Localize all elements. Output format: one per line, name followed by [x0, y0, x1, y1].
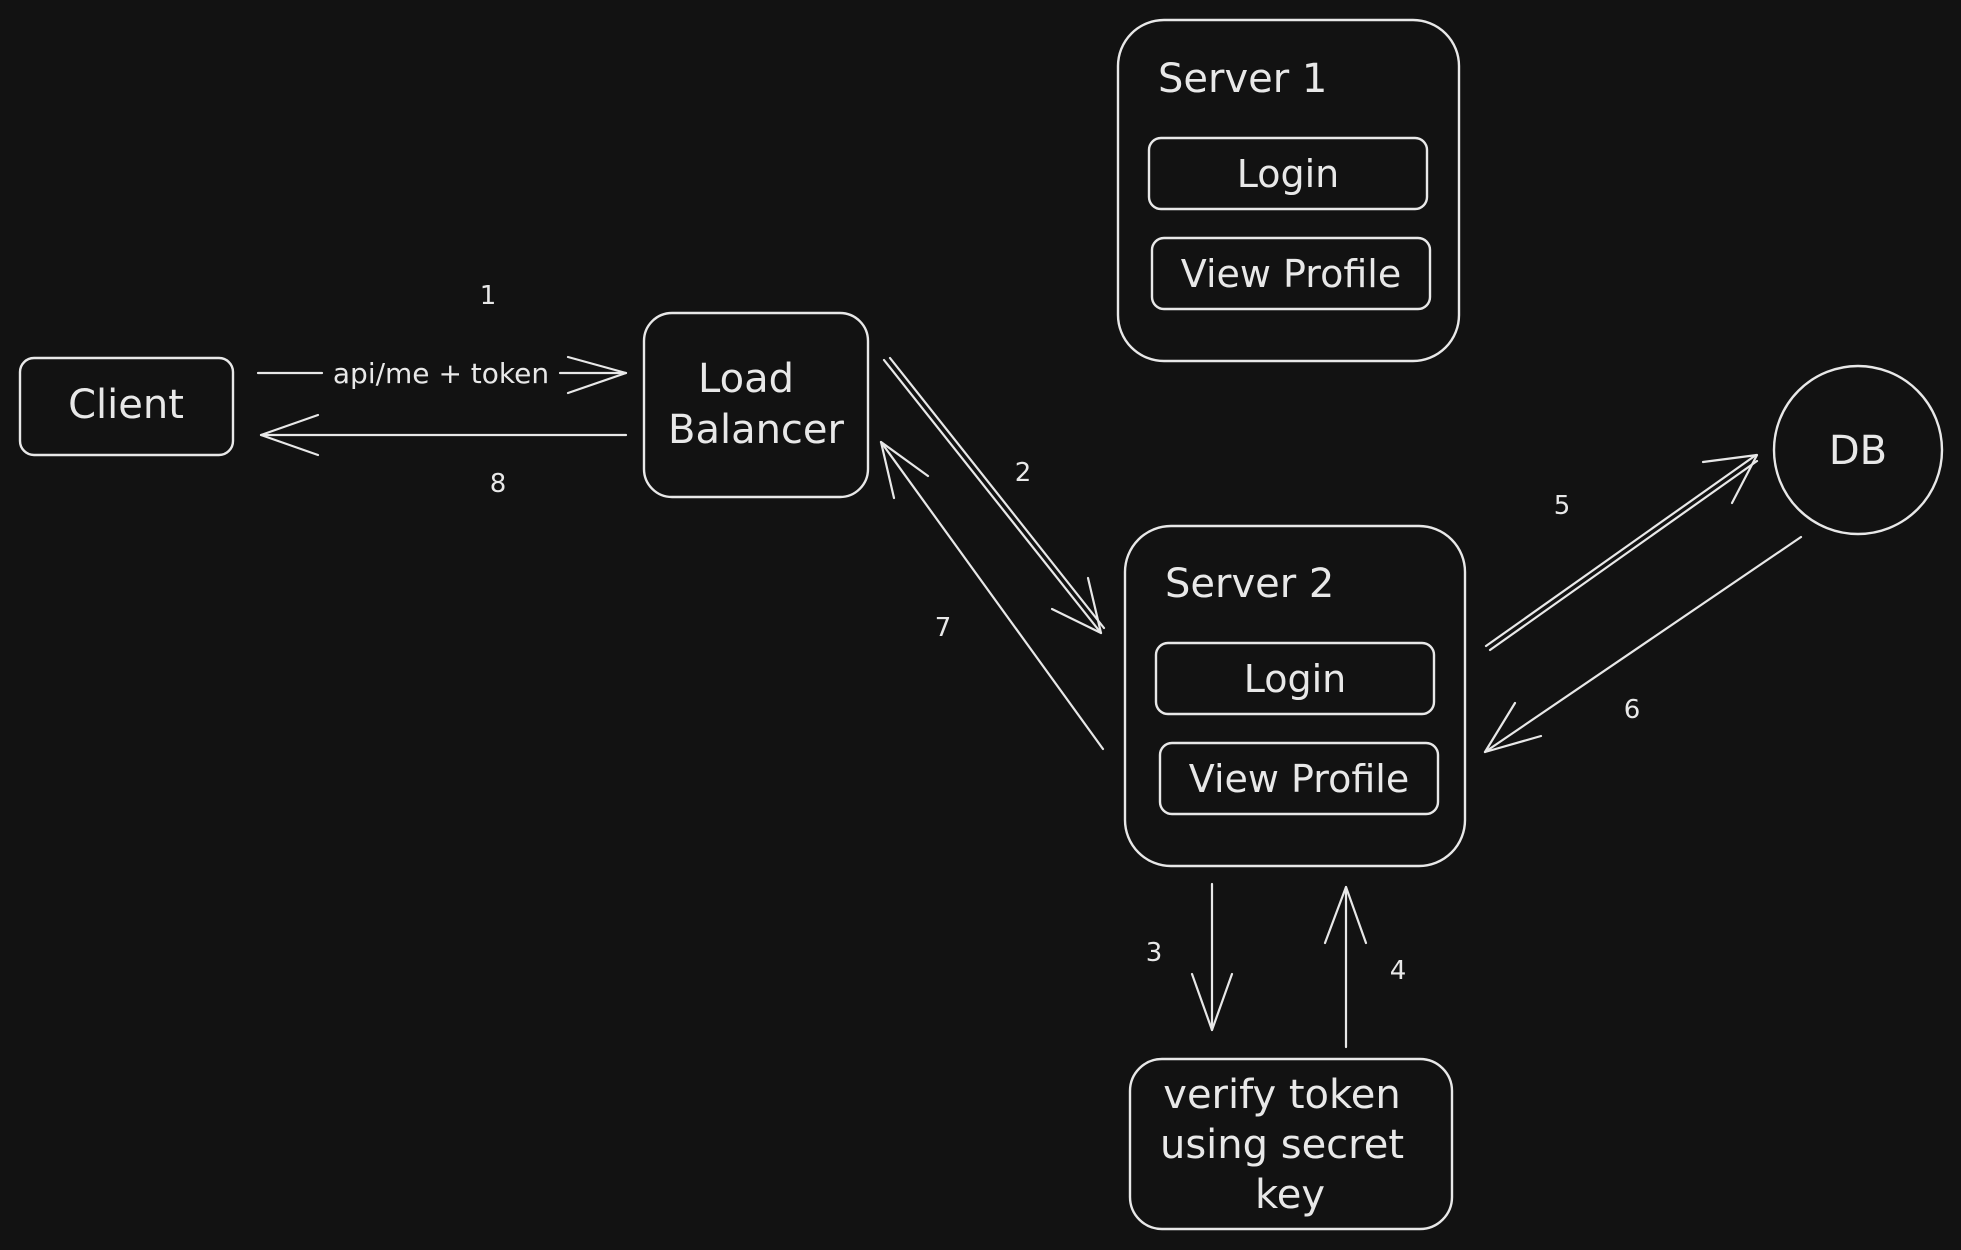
edge-5-server2-to-db: 5 — [1484, 453, 1759, 652]
server2-login-route[interactable]: Login — [1154, 641, 1436, 716]
db-label: DB — [1829, 428, 1887, 474]
edge-1-label: api/me + token — [333, 357, 549, 390]
server1-title: Server 1 — [1158, 56, 1327, 102]
load-balancer-label-line2: Balancer — [668, 407, 845, 453]
server1-login-label: Login — [1237, 152, 1340, 196]
edge-4-verify-to-server2: 4 — [1323, 885, 1407, 1049]
edge-3-step: 3 — [1146, 938, 1163, 968]
edge-3-server2-to-verify: 3 — [1146, 882, 1234, 1032]
verify-token-node[interactable]: verify token using secret key — [1128, 1057, 1454, 1231]
edge-2-step: 2 — [1015, 458, 1032, 488]
verify-label-line3: key — [1255, 1172, 1325, 1218]
server1-view-profile-route[interactable]: View Profile — [1150, 236, 1432, 311]
load-balancer-label-line1: Load — [698, 356, 794, 402]
load-balancer-node[interactable]: Load Balancer — [642, 311, 870, 499]
server1-view-profile-label: View Profile — [1181, 252, 1401, 296]
edge-4-step: 4 — [1390, 956, 1407, 986]
edge-8-step: 8 — [490, 469, 507, 499]
client-label: Client — [68, 382, 184, 428]
edge-7-server2-to-lb: 7 — [879, 440, 1105, 751]
verify-label-line1: verify token — [1163, 1072, 1400, 1118]
verify-label-line2: using secret — [1160, 1122, 1404, 1168]
server2-view-profile-label: View Profile — [1189, 757, 1409, 801]
edge-6-db-to-server2: 6 — [1483, 535, 1803, 754]
server2-view-profile-route[interactable]: View Profile — [1158, 741, 1440, 816]
edge-2-lb-to-server2: 2 — [882, 356, 1106, 635]
server1-node[interactable]: Server 1 Login View Profile — [1116, 18, 1461, 363]
edge-6-step: 6 — [1624, 695, 1641, 725]
edge-5-step: 5 — [1554, 491, 1571, 521]
edge-1-step: 1 — [480, 281, 497, 311]
edge-7-step: 7 — [935, 613, 952, 643]
server2-node[interactable]: Server 2 Login View Profile — [1123, 524, 1467, 868]
edge-1-client-to-lb: api/me + token 1 — [256, 281, 628, 395]
edge-8-lb-to-client: 8 — [259, 413, 628, 499]
db-node[interactable]: DB — [1772, 364, 1944, 536]
server1-login-route[interactable]: Login — [1147, 136, 1429, 211]
client-node[interactable]: Client — [18, 356, 235, 457]
server2-title: Server 2 — [1165, 561, 1334, 607]
server2-login-label: Login — [1244, 657, 1347, 701]
